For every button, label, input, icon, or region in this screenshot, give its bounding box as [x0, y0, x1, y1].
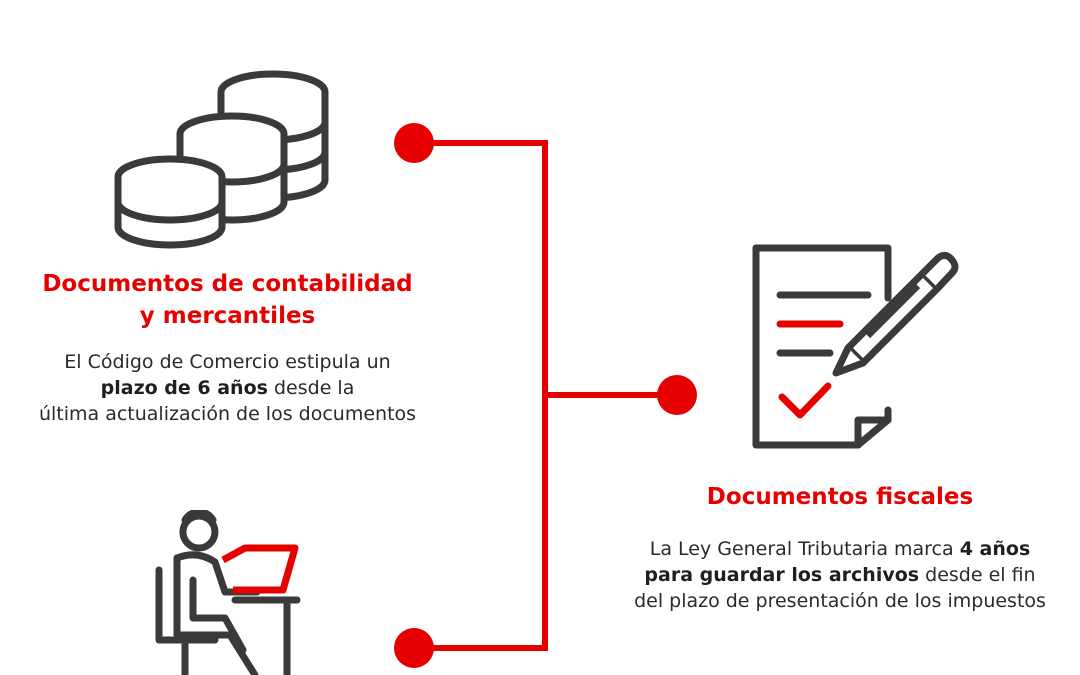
accounting-desc-line2: plazo de 6 años desde la — [10, 375, 445, 401]
node-dot-bottom — [394, 628, 434, 668]
accounting-desc-bold: plazo de 6 años — [100, 377, 268, 399]
node-dot-top — [394, 123, 434, 163]
accounting-docs-title: Documentos de contabilidad y mercantiles — [30, 268, 425, 332]
accounting-docs-description: El Código de Comercio estipula un plazo … — [10, 349, 445, 427]
node-dot-middle — [657, 375, 697, 415]
fiscal-docs-title: Documentos fiscales — [706, 484, 974, 510]
fiscal-desc-line3: del plazo de presentación de los impuest… — [634, 590, 1046, 612]
fiscal-docs-description: La Ley General Tributaria marca 4 años p… — [620, 536, 1060, 614]
fiscal-desc-line2-rest: desde el fin — [919, 564, 1036, 586]
fiscal-desc-line1: La Ley General Tributaria marca 4 años — [620, 536, 1060, 562]
accounting-docs-title-line2: y mercantiles — [139, 303, 316, 329]
fiscal-desc-line2-bold: para guardar los archivos — [644, 564, 920, 586]
person-at-computer-icon — [155, 510, 301, 675]
accounting-desc-line1: El Código de Comercio estipula un — [64, 351, 391, 373]
fiscal-desc-line1-bold: 4 años — [959, 538, 1031, 560]
accounting-desc-line3: última actualización de los documentos — [38, 403, 417, 425]
fiscal-desc-line2: para guardar los archivos desde el fin — [620, 562, 1060, 588]
stacked-coins-icon — [114, 70, 329, 249]
accounting-desc-line2-rest: desde la — [267, 377, 355, 399]
fiscal-desc-line1-pre: La Ley General Tributaria marca — [649, 538, 960, 560]
accounting-docs-title-line1: Documentos de contabilidad — [42, 271, 413, 297]
document-pen-check-icon — [752, 244, 959, 449]
